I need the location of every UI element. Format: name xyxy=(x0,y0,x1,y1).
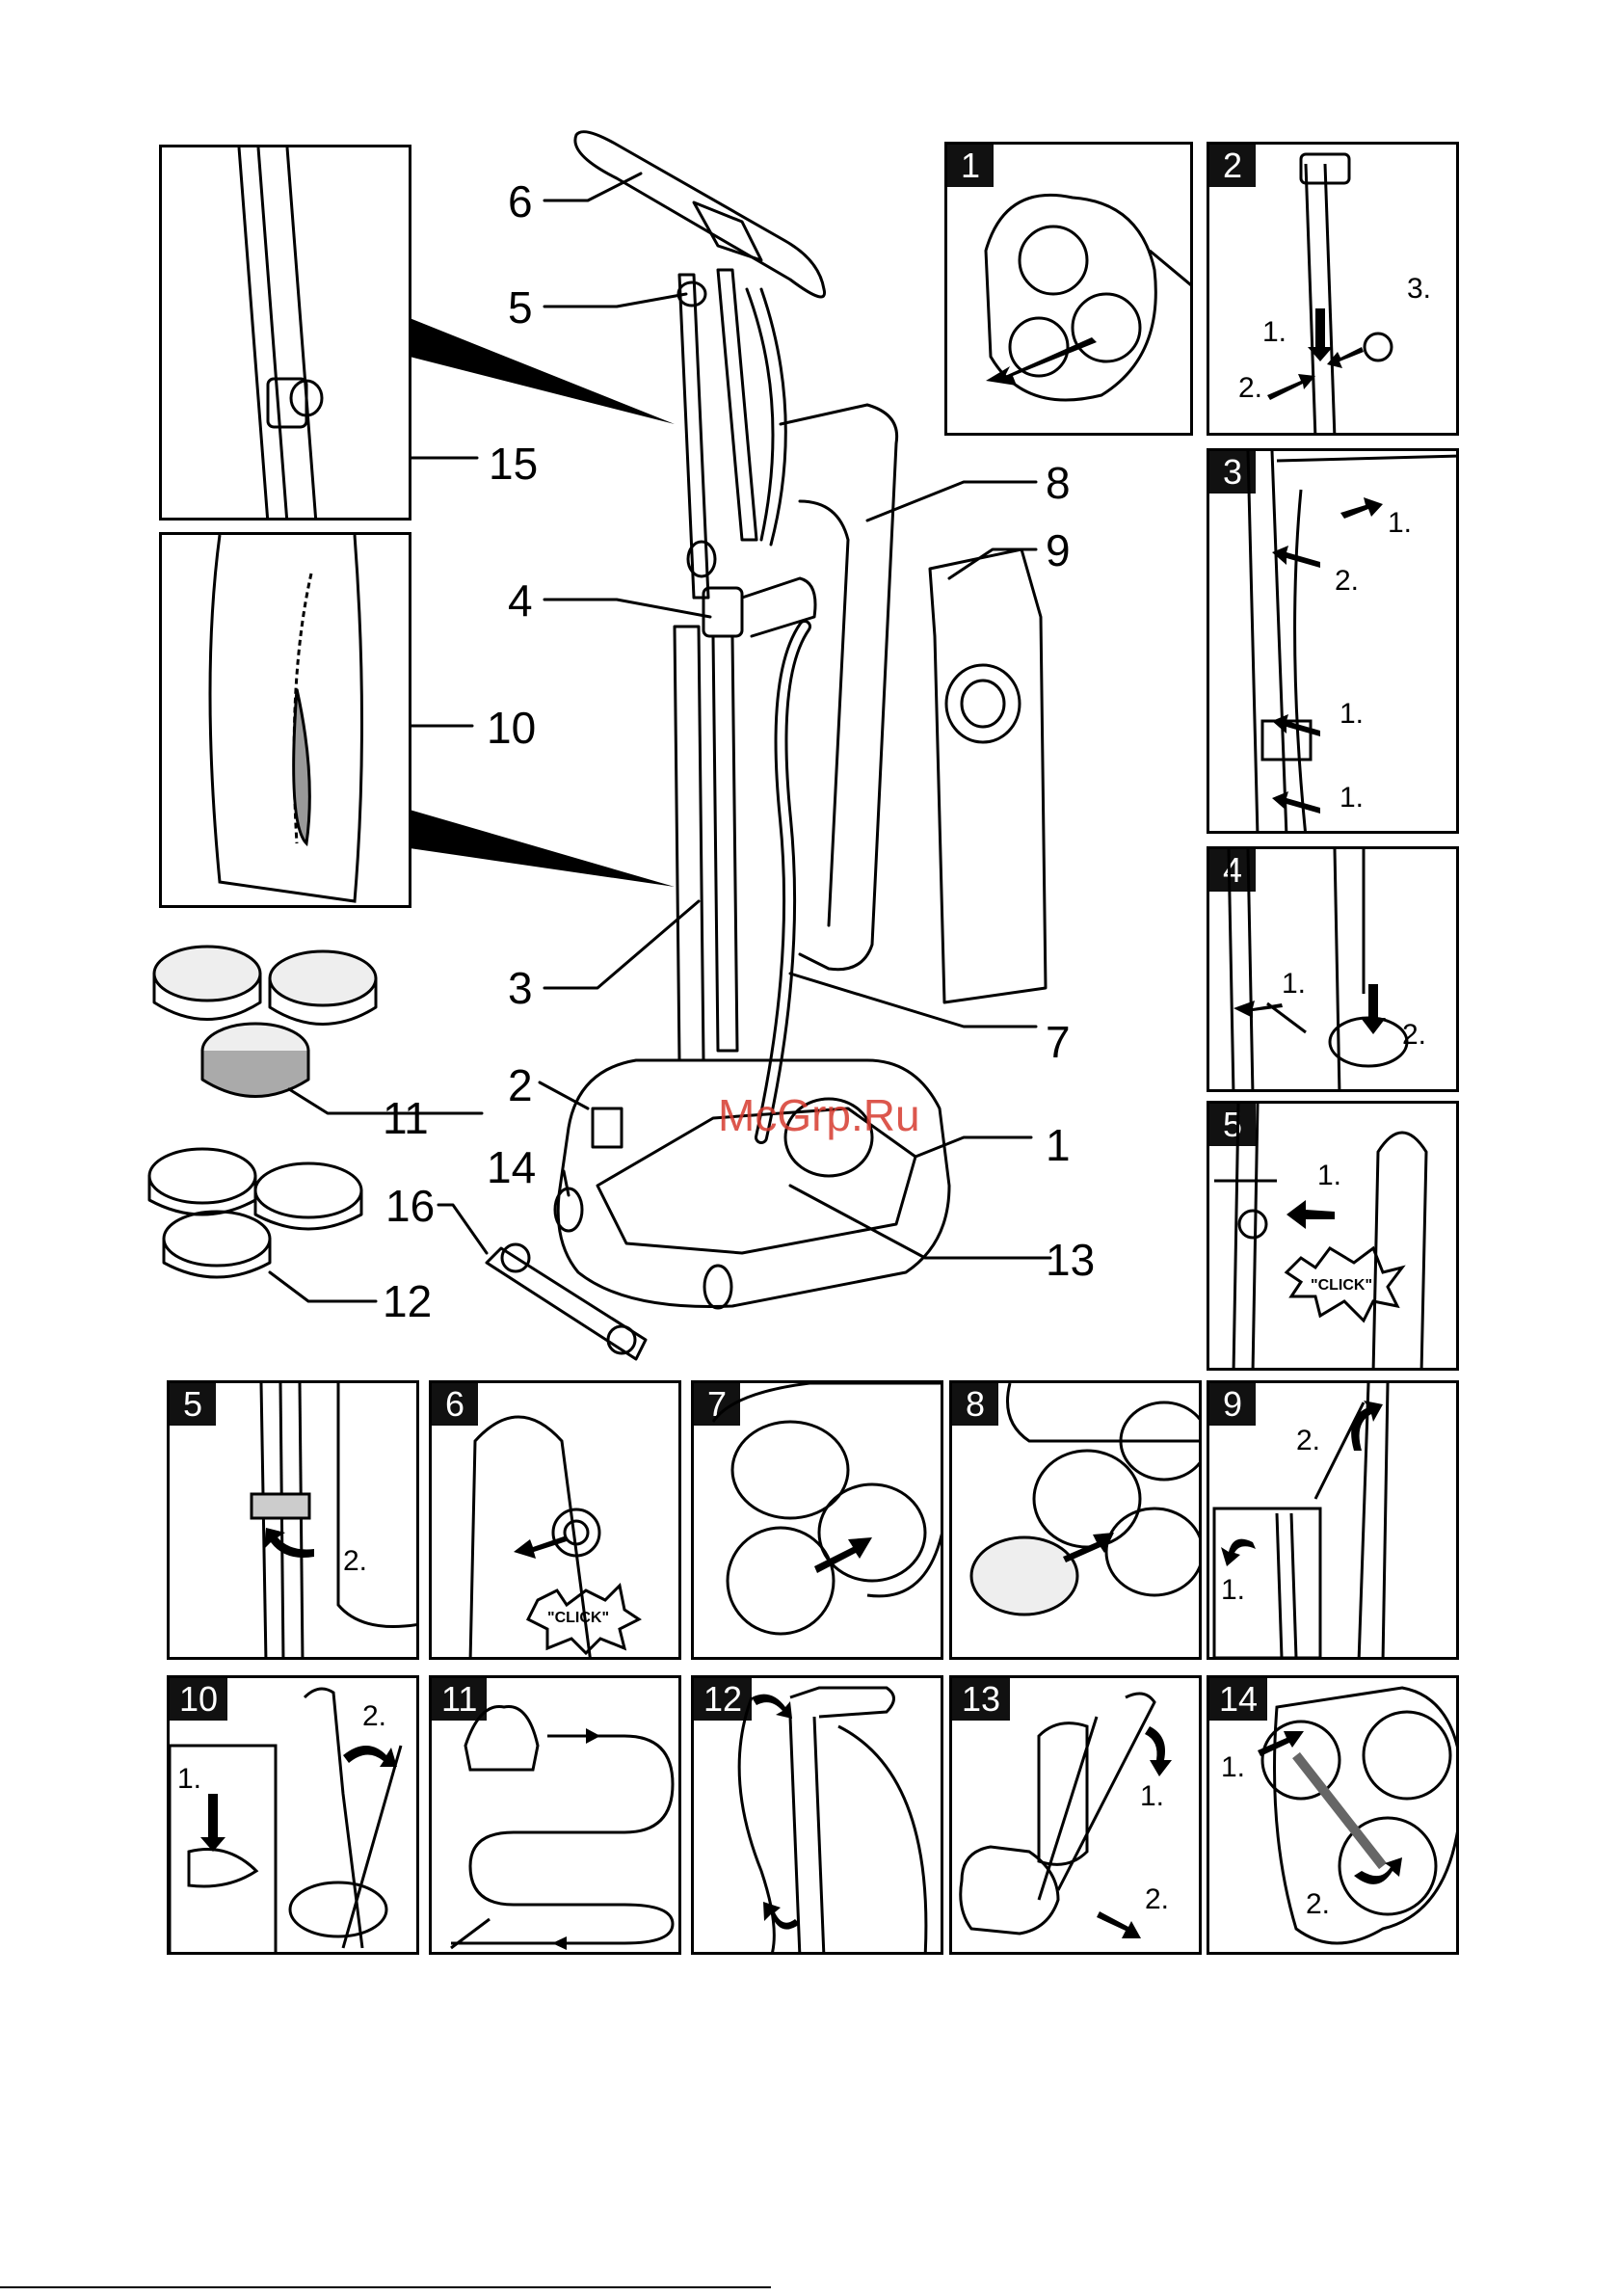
callout-1: 1 xyxy=(1046,1123,1071,1167)
step-label: 1. xyxy=(1221,1576,1245,1605)
step-panel-11: 11 xyxy=(429,1675,681,1955)
step-label: 1. xyxy=(1221,1753,1245,1782)
callout-4: 4 xyxy=(508,578,533,623)
step-label: 1. xyxy=(1339,784,1364,813)
callout-5: 5 xyxy=(508,285,533,330)
step-panel-3: 3 2. 1. 1. 1. xyxy=(1207,448,1459,834)
callout-16: 16 xyxy=(385,1184,435,1228)
step-label: 1. xyxy=(1140,1782,1164,1811)
step-label: 1. xyxy=(177,1765,201,1794)
step-label: 1. xyxy=(1282,970,1306,999)
step-panel-6: 6 "CLICK" xyxy=(429,1380,681,1660)
callout-7: 7 xyxy=(1046,1020,1071,1064)
callout-12: 12 xyxy=(383,1279,432,1323)
step-panel-5a: 5 1. "CLICK" xyxy=(1207,1101,1459,1371)
callout-11: 11 xyxy=(383,1096,429,1140)
step-panel-14: 14 1. 2. xyxy=(1207,1675,1459,1955)
callout-10: 10 xyxy=(487,706,536,750)
callout-9: 9 xyxy=(1046,528,1071,573)
step-panel-10: 10 2. 1. xyxy=(167,1675,419,1955)
step-panel-12: 12 xyxy=(691,1675,943,1955)
callout-8: 8 xyxy=(1046,461,1071,505)
filter-bag-shape xyxy=(930,549,1046,1002)
step-label: 1. xyxy=(1339,700,1364,729)
step-panel-9: 9 2. 1. xyxy=(1207,1380,1459,1660)
inset-bag-zipper xyxy=(159,532,411,908)
step-panel-13: 13 1. 2. xyxy=(949,1675,1202,1955)
step-label: 3. xyxy=(1407,275,1431,304)
page-rule xyxy=(0,2286,771,2288)
step-label: 1. xyxy=(1388,509,1412,538)
callout-13: 13 xyxy=(1046,1238,1095,1282)
step-label: 2. xyxy=(362,1702,386,1731)
click-label: "CLICK" xyxy=(1311,1277,1372,1295)
inset-handle-detail xyxy=(159,145,411,521)
step-panel-5b: 5 2. xyxy=(167,1380,419,1660)
step-label: 1. xyxy=(1262,318,1286,347)
handle-tube-shape xyxy=(679,275,708,598)
step-label: 2. xyxy=(1306,1890,1330,1919)
click-label: "CLICK" xyxy=(547,1610,609,1627)
callout-6: 6 xyxy=(508,179,533,224)
step-label: 2. xyxy=(343,1547,367,1576)
callout-3: 3 xyxy=(508,966,533,1010)
step-label: 2. xyxy=(1335,567,1359,596)
callout-14: 14 xyxy=(487,1145,536,1189)
step-label: 2. xyxy=(1402,1021,1426,1050)
step-label: 1. xyxy=(1317,1161,1341,1190)
callout-2: 2 xyxy=(508,1063,533,1108)
watermark-text: McGrp.Ru xyxy=(718,1089,920,1141)
step-label: 2. xyxy=(1238,374,1262,403)
step-label: 2. xyxy=(1296,1427,1320,1455)
callout-15: 15 xyxy=(489,441,538,486)
step-panel-7: 7 xyxy=(691,1380,943,1660)
step-label: 2. xyxy=(1145,1885,1169,1914)
step-panel-2: 2 1. 2. 3. xyxy=(1207,142,1459,436)
step-panel-4: 4 1. 2. xyxy=(1207,846,1459,1092)
step-panel-8: 8 xyxy=(949,1380,1202,1660)
step-panel-1: 1 xyxy=(944,142,1193,436)
dust-bag-shape xyxy=(781,405,897,970)
